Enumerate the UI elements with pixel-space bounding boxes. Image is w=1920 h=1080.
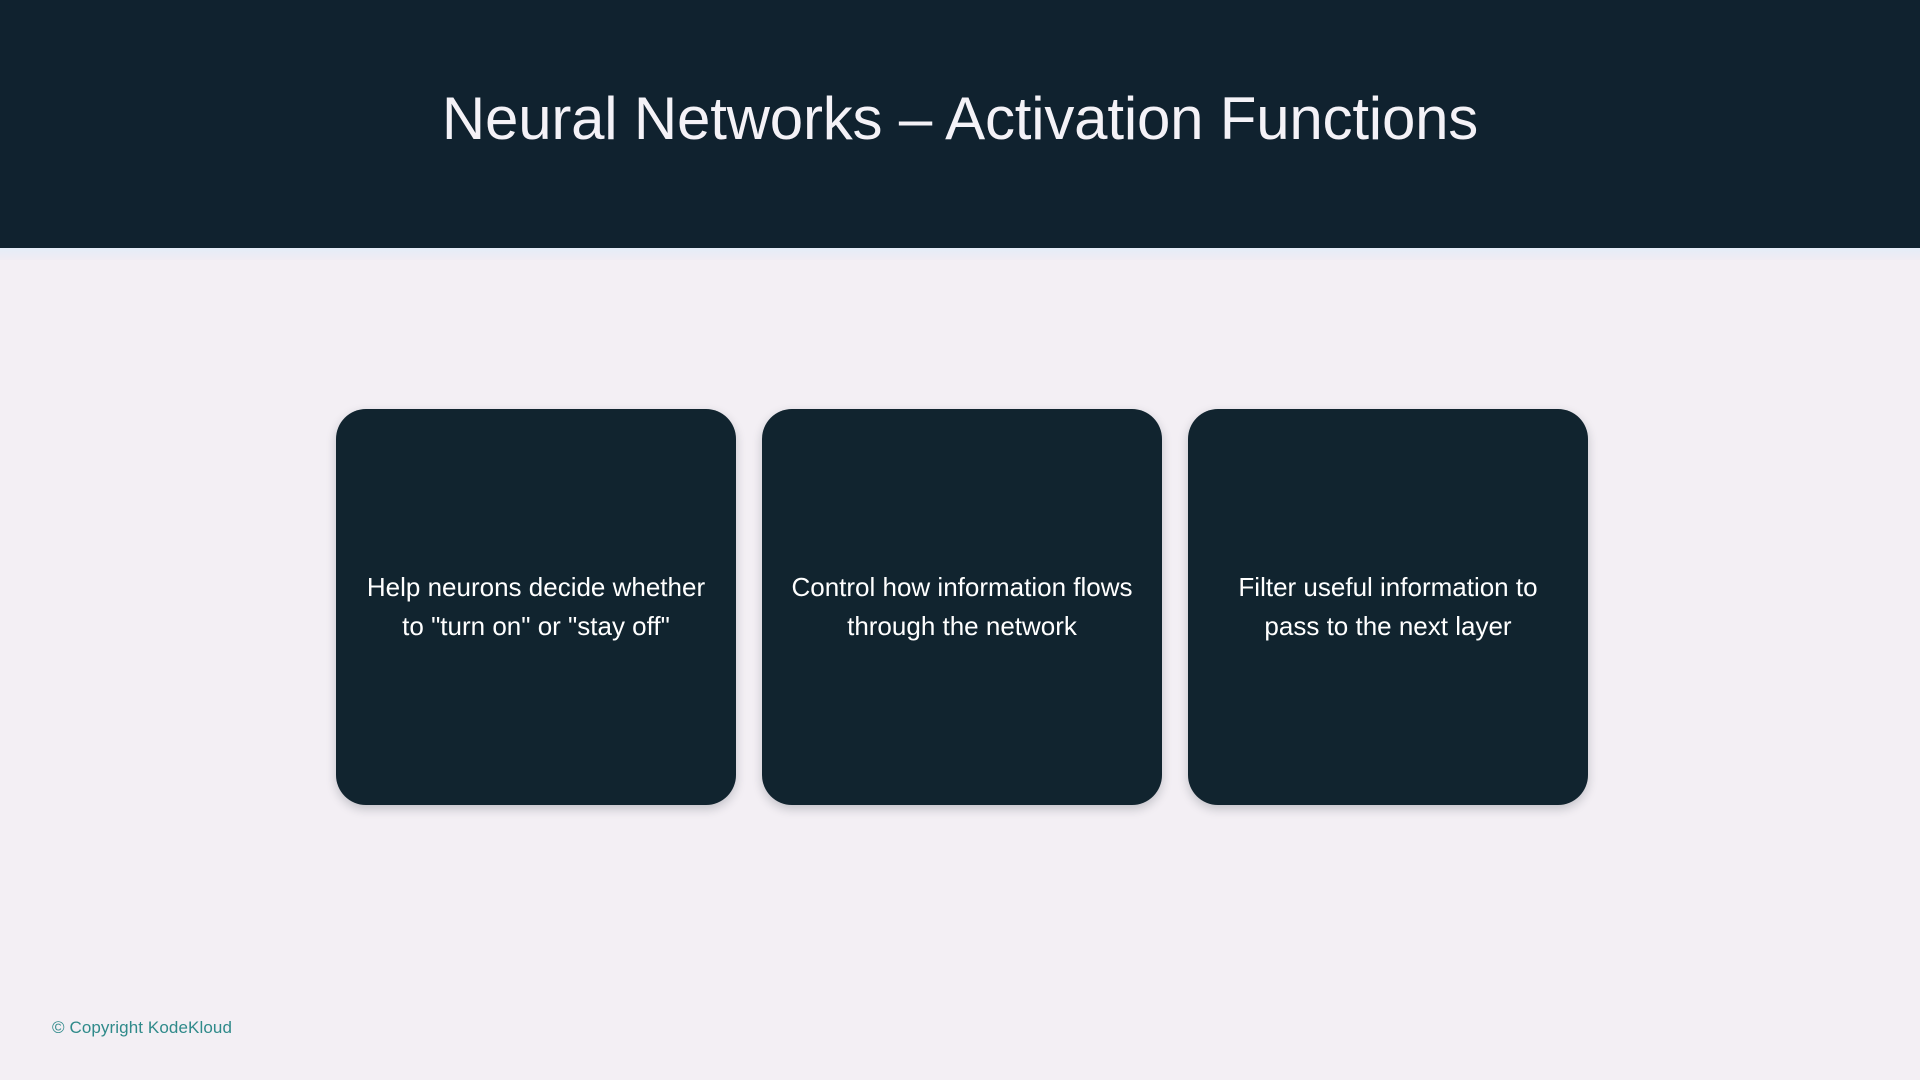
copyright-notice: © Copyright KodeKloud (52, 1018, 233, 1037)
info-card-3-text: Filter useful information to pass to the… (1238, 572, 1538, 641)
slide-footer: © Copyright KodeKloud (52, 1018, 232, 1038)
info-card-3: Filter useful information to pass to the… (1188, 409, 1588, 805)
header-divider (0, 248, 1920, 260)
info-card-1: Help neurons decide whether to "turn on"… (336, 409, 736, 805)
page-title: Neural Networks – Activation Functions (441, 85, 1479, 152)
info-card-2: Control how information flows through th… (762, 409, 1162, 805)
cards-row: Help neurons decide whether to "turn on"… (336, 409, 1588, 805)
info-card-1-text: Help neurons decide whether to "turn on"… (366, 572, 706, 641)
info-card-2-text: Control how information flows through th… (791, 572, 1133, 641)
slide-header: Neural Networks – Activation Functions (0, 0, 1920, 248)
